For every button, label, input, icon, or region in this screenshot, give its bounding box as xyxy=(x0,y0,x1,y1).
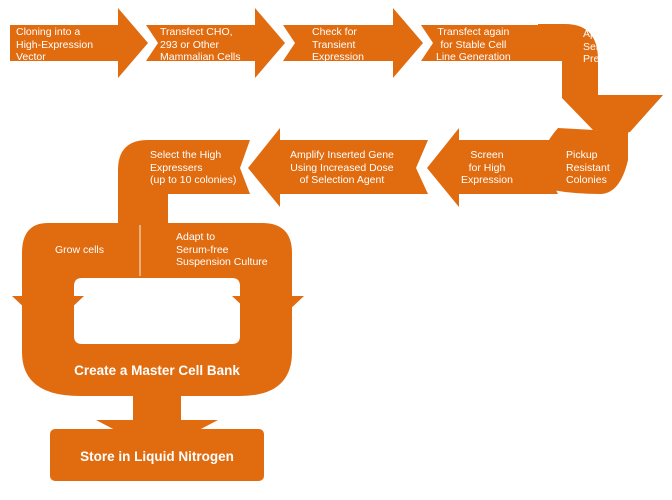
label-cloning: Cloning into a High-Expression Vector xyxy=(16,26,93,64)
label-screen-high: Screen for High Expression xyxy=(461,149,513,187)
label-master-bank: Create a Master Cell Bank xyxy=(74,363,240,378)
label-transfect-cho-line1: Transfect CHO, xyxy=(160,26,233,38)
label-cloning-line1: Cloning into a xyxy=(16,26,81,38)
label-transfect-cho-line2: 293 or Other xyxy=(160,38,219,51)
arrow-amplify-gene xyxy=(248,128,428,207)
arrow-check-transient xyxy=(283,8,423,78)
label-screen-high-line3: Expression xyxy=(461,174,513,186)
label-check-transient-line2: Transient xyxy=(312,38,356,51)
label-check-transient-line3: Expression xyxy=(312,51,364,63)
arrow-down-grow xyxy=(12,296,84,330)
label-grow-cells: Grow cells xyxy=(55,244,105,256)
label-apply-selection-line3: Pressure xyxy=(583,53,626,65)
loop-cell-culture xyxy=(22,223,292,396)
label-transfect-cho: Transfect CHO, 293 or Other Mammalian Ce… xyxy=(160,26,241,64)
label-pickup-resistant-line3: Colonies xyxy=(566,174,607,186)
label-pickup-resistant: Pickup Resistant Colonies xyxy=(566,149,610,187)
label-adapt-serum-line3: Suspension Culture xyxy=(176,256,268,268)
label-check-transient: Check for Transient Expression xyxy=(312,26,364,64)
uturn-apply-selection xyxy=(538,24,663,133)
label-adapt-serum-line2: Serum-free xyxy=(176,243,229,256)
arrow-cloning xyxy=(10,8,148,78)
label-transfect-again-line3: Line Generation xyxy=(436,51,511,63)
label-amplify-gene-line2: Using Increased Dose xyxy=(290,161,394,174)
label-pickup-resistant-line2: Resistant xyxy=(566,161,610,174)
uturn-select-high xyxy=(118,140,250,230)
label-amplify-gene: Amplify Inserted Gene Using Increased Do… xyxy=(290,149,394,187)
arrow-screen-high xyxy=(427,128,558,207)
label-adapt-serum: Adapt to Serum-free Suspension Culture xyxy=(176,231,268,269)
arrow-transfect-cho xyxy=(146,8,285,78)
label-apply-selection-line2: Selection xyxy=(583,40,627,53)
label-amplify-gene-line1: Amplify Inserted Gene xyxy=(290,149,394,161)
label-cloning-line2: High-Expression xyxy=(16,38,94,51)
arrow-down-store xyxy=(96,394,218,452)
arrow-transfect-again xyxy=(421,25,540,61)
label-transfect-again-line2: for Stable Cell xyxy=(440,38,507,51)
arrow-down-adapt xyxy=(232,296,304,330)
label-adapt-serum-line1: Adapt to xyxy=(176,231,216,243)
label-transfect-again: Transfect again for Stable Cell Line Gen… xyxy=(436,26,511,64)
label-check-transient-line1: Check for xyxy=(312,26,357,38)
label-transfect-cho-line3: Mammalian Cells xyxy=(160,51,241,63)
label-apply-selection: Apply Selection Pressure xyxy=(583,28,626,66)
label-select-high-line1: Select the High xyxy=(150,149,222,161)
label-select-high: Select the High Expressers (up to 10 col… xyxy=(150,149,236,187)
uturn-pickup-resistant xyxy=(541,95,663,194)
label-select-high-line3: (up to 10 colonies) xyxy=(150,174,237,186)
label-apply-selection-line1: Apply xyxy=(583,28,610,40)
label-screen-high-line2: for High xyxy=(468,161,506,174)
label-select-high-line2: Expressers xyxy=(150,161,203,174)
label-pickup-resistant-line1: Pickup xyxy=(566,149,598,161)
label-amplify-gene-line3: of Selection Agent xyxy=(299,174,385,186)
label-transfect-again-line1: Transfect again xyxy=(437,26,510,38)
label-screen-high-line1: Screen xyxy=(470,149,504,161)
label-store-nitrogen: Store in Liquid Nitrogen xyxy=(80,449,234,464)
label-cloning-line3: Vector xyxy=(16,51,46,63)
box-store-nitrogen xyxy=(50,429,264,481)
